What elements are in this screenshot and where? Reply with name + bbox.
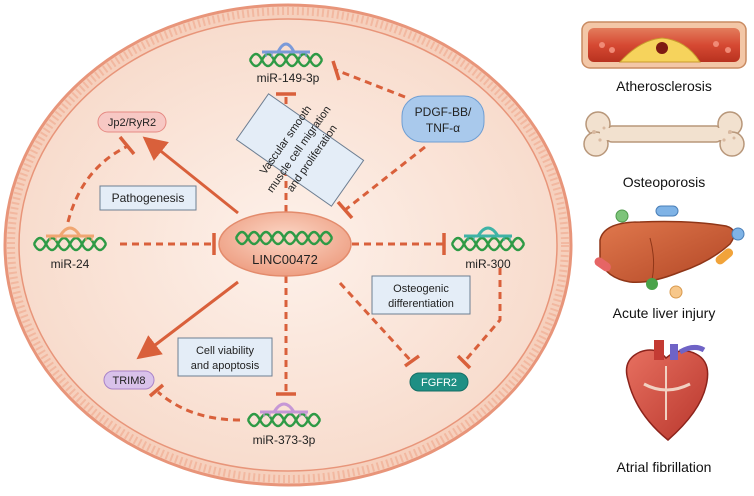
linc00472-label: LINC00472 — [252, 252, 318, 267]
viability-line1: Cell viability — [196, 345, 255, 357]
jp2-ryr2-label: Jp2/RyR2 — [108, 117, 156, 129]
vascular-box: Vascular smooth muscle cell migration an… — [235, 93, 365, 207]
viability-line2: and apoptosis — [191, 360, 260, 372]
liver-illustration — [594, 205, 745, 299]
pdgf-label-line2: TNF-α — [426, 121, 460, 135]
inhibit-lnc-to-fgfr2 — [338, 281, 414, 364]
trim8-pill: TRIM8 — [103, 370, 155, 390]
atherosclerosis-illustration — [581, 21, 747, 69]
liver-label: Acute liver injury — [613, 305, 716, 321]
mir-24-label: miR-24 — [51, 257, 90, 271]
arrow-lnc-to-trim8 — [136, 280, 239, 360]
atherosclerosis-label: Atherosclerosis — [616, 78, 712, 94]
fgfr2-pill: FGFR2 — [409, 372, 469, 392]
arrow-lnc-to-jp2 — [142, 136, 239, 215]
inhibit-mir24-to-jp2 — [66, 144, 129, 223]
heart-illustration — [625, 340, 709, 441]
inhibit-pdgf-to-lnc — [344, 145, 426, 212]
pathogenesis-label: Pathogenesis — [112, 191, 185, 205]
osteogenic-box: Osteogenic differentiation — [371, 275, 471, 315]
linc00472-node: LINC00472 — [218, 211, 352, 277]
fgfr2-label: FGFR2 — [421, 377, 457, 389]
mir-300-rna — [450, 226, 526, 252]
mir-24-rna — [32, 226, 108, 252]
pathogenesis-box: Pathogenesis — [99, 185, 197, 211]
pdgf-tnf-pill: PDGF-BB/ TNF-α — [401, 95, 485, 143]
mir-300-label: miR-300 — [465, 257, 511, 271]
pill-capsules — [594, 205, 745, 299]
osteoporosis-label: Osteoporosis — [623, 174, 705, 190]
pdgf-label-line1: PDGF-BB/ — [415, 105, 472, 119]
osteogenic-line1: Osteogenic — [393, 283, 449, 295]
viability-box: Cell viability and apoptosis — [177, 337, 273, 377]
osteogenic-line2: differentiation — [388, 298, 454, 310]
trim8-label: TRIM8 — [113, 375, 146, 387]
mir-149-3p-rna — [248, 42, 324, 68]
mir-373-3p-rna — [246, 402, 322, 428]
afib-label: Atrial fibrillation — [617, 459, 712, 475]
osteoporosis-illustration — [583, 111, 745, 157]
mir-149-3p-label: miR-149-3p — [257, 71, 320, 85]
inhibit-mir300-to-fgfr2 — [462, 268, 502, 363]
mir-373-3p-label: miR-373-3p — [253, 433, 316, 447]
jp2-ryr2-pill: Jp2/RyR2 — [97, 111, 167, 133]
inhibit-pdgf-to-mir149 — [335, 68, 406, 99]
